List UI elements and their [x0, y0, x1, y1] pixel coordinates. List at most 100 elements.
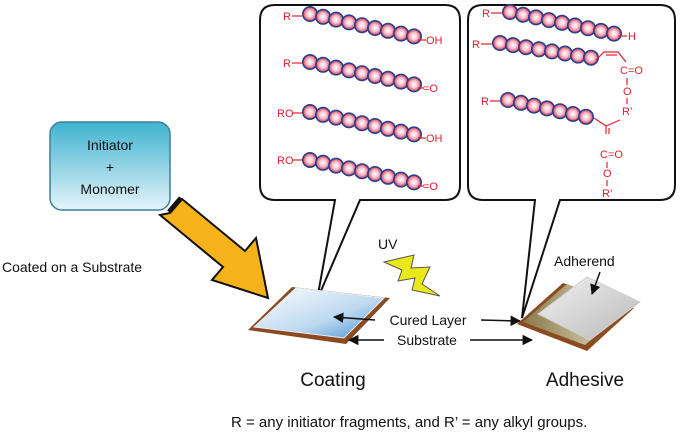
monomer-bead [517, 39, 534, 56]
monomer-bead [569, 47, 586, 64]
monomer-bead [499, 92, 516, 109]
monomer-bead [405, 126, 422, 143]
coating-label: Coating [300, 370, 366, 391]
monomer-bead [366, 118, 383, 135]
monomer-bead [592, 22, 609, 39]
monomer-bead [540, 12, 557, 29]
alkyl-label: R’ [622, 106, 632, 118]
adhesive-chain-1: R H [482, 4, 636, 43]
chain-start-label: R [482, 8, 490, 20]
monomer-bead [314, 8, 331, 25]
monomer-bead [551, 103, 568, 120]
monomer-bead [491, 34, 508, 51]
monomer-bead [379, 168, 396, 185]
chain-start-label: R [283, 58, 291, 70]
chain-end-label: OH [426, 35, 443, 47]
chain-start-label: R [481, 96, 489, 108]
monomer-bead [392, 171, 409, 188]
monomer-bead [366, 68, 383, 85]
chain-start-label: R [472, 39, 480, 51]
cured-layer-label: Cured Layer [389, 312, 466, 328]
monomer-bead [353, 65, 370, 82]
monomer-bead [353, 17, 370, 34]
monomer-bead [301, 53, 318, 70]
ester-oxygen-label: O [623, 86, 632, 98]
monomer-bead [392, 123, 409, 140]
coating-chain-4: RO =O [277, 152, 438, 193]
adherend-sheet [537, 276, 641, 341]
ester-carbon-label: C=O [620, 65, 643, 77]
monomer-bead [301, 6, 318, 22]
monomer-bead [556, 45, 573, 62]
bead-row [301, 152, 422, 191]
monomer-bead [327, 59, 344, 76]
monomer-bead [301, 152, 318, 169]
monomer-bead [566, 17, 583, 34]
alkyl-label: R’ [602, 188, 612, 200]
uv-label: UV [378, 236, 398, 252]
coating-chain-1: R OH [283, 6, 443, 47]
initiator-label: Initiator [87, 137, 133, 153]
monomer-bead [301, 104, 318, 121]
coated-on-substrate-label: Coated on a Substrate [2, 259, 142, 275]
monomer-bead [366, 166, 383, 183]
monomer-bead [314, 154, 331, 171]
monomer-bead [392, 73, 409, 90]
footnote: R = any initiator fragments, and R’ = an… [231, 414, 587, 431]
monomer-bead [340, 62, 357, 79]
monomer-bead [327, 157, 344, 174]
substrate-label: Substrate [397, 332, 457, 348]
monomer-bead [564, 106, 581, 123]
monomer-bead [504, 37, 521, 54]
adhesive-stack [517, 276, 641, 351]
monomer-bead [514, 6, 531, 23]
chain-end-label: OH [426, 133, 443, 145]
bead-row [499, 92, 594, 125]
monomer-bead [538, 100, 555, 117]
monomer-bead [340, 14, 357, 31]
chain-end-label: =O [423, 83, 438, 95]
bead-row [301, 53, 422, 93]
coating-chain-2: R =O [283, 53, 438, 95]
bead-row [501, 4, 622, 42]
monomer-bead [577, 108, 594, 125]
plus-label: + [106, 159, 114, 175]
monomer-bead [314, 106, 331, 123]
monomer-bead [405, 76, 422, 93]
chain-start-label: R [283, 11, 291, 23]
monomer-bead [582, 49, 599, 66]
monomer-bead [527, 9, 544, 26]
monomer-bead [340, 112, 357, 129]
monomer-bead [405, 28, 422, 45]
adhesive-label: Adhesive [546, 370, 624, 391]
lightning-icon [382, 254, 441, 297]
monomer-bead [353, 163, 370, 180]
monomer-bead [340, 160, 357, 177]
adhesive-bubble [467, 4, 676, 319]
monomer-bead [530, 41, 547, 58]
chain-start-label: RO [277, 108, 294, 120]
adhesive-chain-3: R C=O O R’ [481, 92, 623, 200]
adhesive-chain-2: R C=O O R’ [472, 34, 643, 118]
chain-end-label: H [628, 31, 636, 43]
monomer-bead [392, 25, 409, 42]
bead-row [301, 104, 422, 143]
monomer-bead [353, 115, 370, 132]
monomer-bead [327, 109, 344, 126]
monomer-bead [405, 174, 422, 191]
monomer-bead [366, 19, 383, 36]
application-arrow [157, 196, 270, 300]
monomer-bead [379, 120, 396, 137]
monomer-bead [314, 56, 331, 73]
monomer-bead [579, 20, 596, 37]
coating-plate [248, 287, 390, 344]
monomer-bead [525, 97, 542, 114]
monomer-bead [512, 94, 529, 111]
monomer-bead [379, 70, 396, 87]
coating-bubble [259, 4, 461, 301]
coating-chain-3: RO OH [277, 104, 443, 145]
bead-row [301, 6, 422, 45]
initiator-monomer-box: Initiator + Monomer [49, 121, 171, 211]
ester-carbon-label: C=O [600, 149, 623, 161]
